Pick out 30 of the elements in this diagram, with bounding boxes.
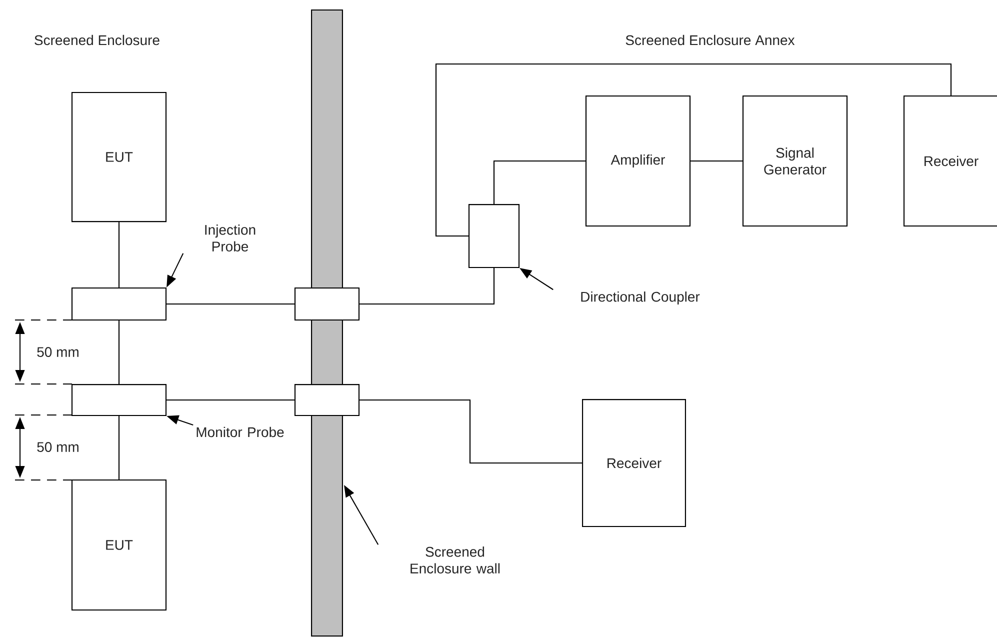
cable-line [690, 160, 742, 162]
cable-line [166, 303, 294, 305]
instrument-box: Signal Generator [742, 95, 848, 227]
instrument-box: Receiver [582, 399, 686, 527]
equipment-box: EUT [71, 479, 167, 611]
coupler-box [468, 204, 520, 268]
callout-text: Screened Enclosure wall [410, 546, 500, 574]
dimension-label: 50 mm [37, 442, 78, 452]
section-title: Screened Enclosure Annex [626, 34, 795, 46]
instrument-box: Receiver [903, 95, 997, 227]
wall-bar [311, 9, 343, 637]
callout-text: Directional Coupler [581, 291, 700, 305]
feedthrough-box [294, 384, 360, 416]
feedthrough-box [294, 287, 360, 321]
callout-text: Injection Probe [205, 224, 256, 252]
callout-text: Monitor Probe [196, 426, 284, 438]
cable-line [118, 416, 120, 480]
cable-line [118, 222, 120, 288]
cable-line [166, 399, 294, 401]
cable-line [360, 399, 582, 464]
cable-line [435, 63, 952, 237]
equipment-box: EUT [71, 92, 167, 222]
cable-line [493, 160, 586, 204]
dimension-label: 50 mm [37, 347, 78, 357]
section-title: Screened Enclosure [34, 34, 160, 46]
cable-line [118, 320, 120, 384]
cable-line [360, 268, 495, 305]
probe-box [71, 384, 167, 416]
instrument-box: Amplifier [585, 95, 691, 227]
probe-box [71, 287, 167, 321]
